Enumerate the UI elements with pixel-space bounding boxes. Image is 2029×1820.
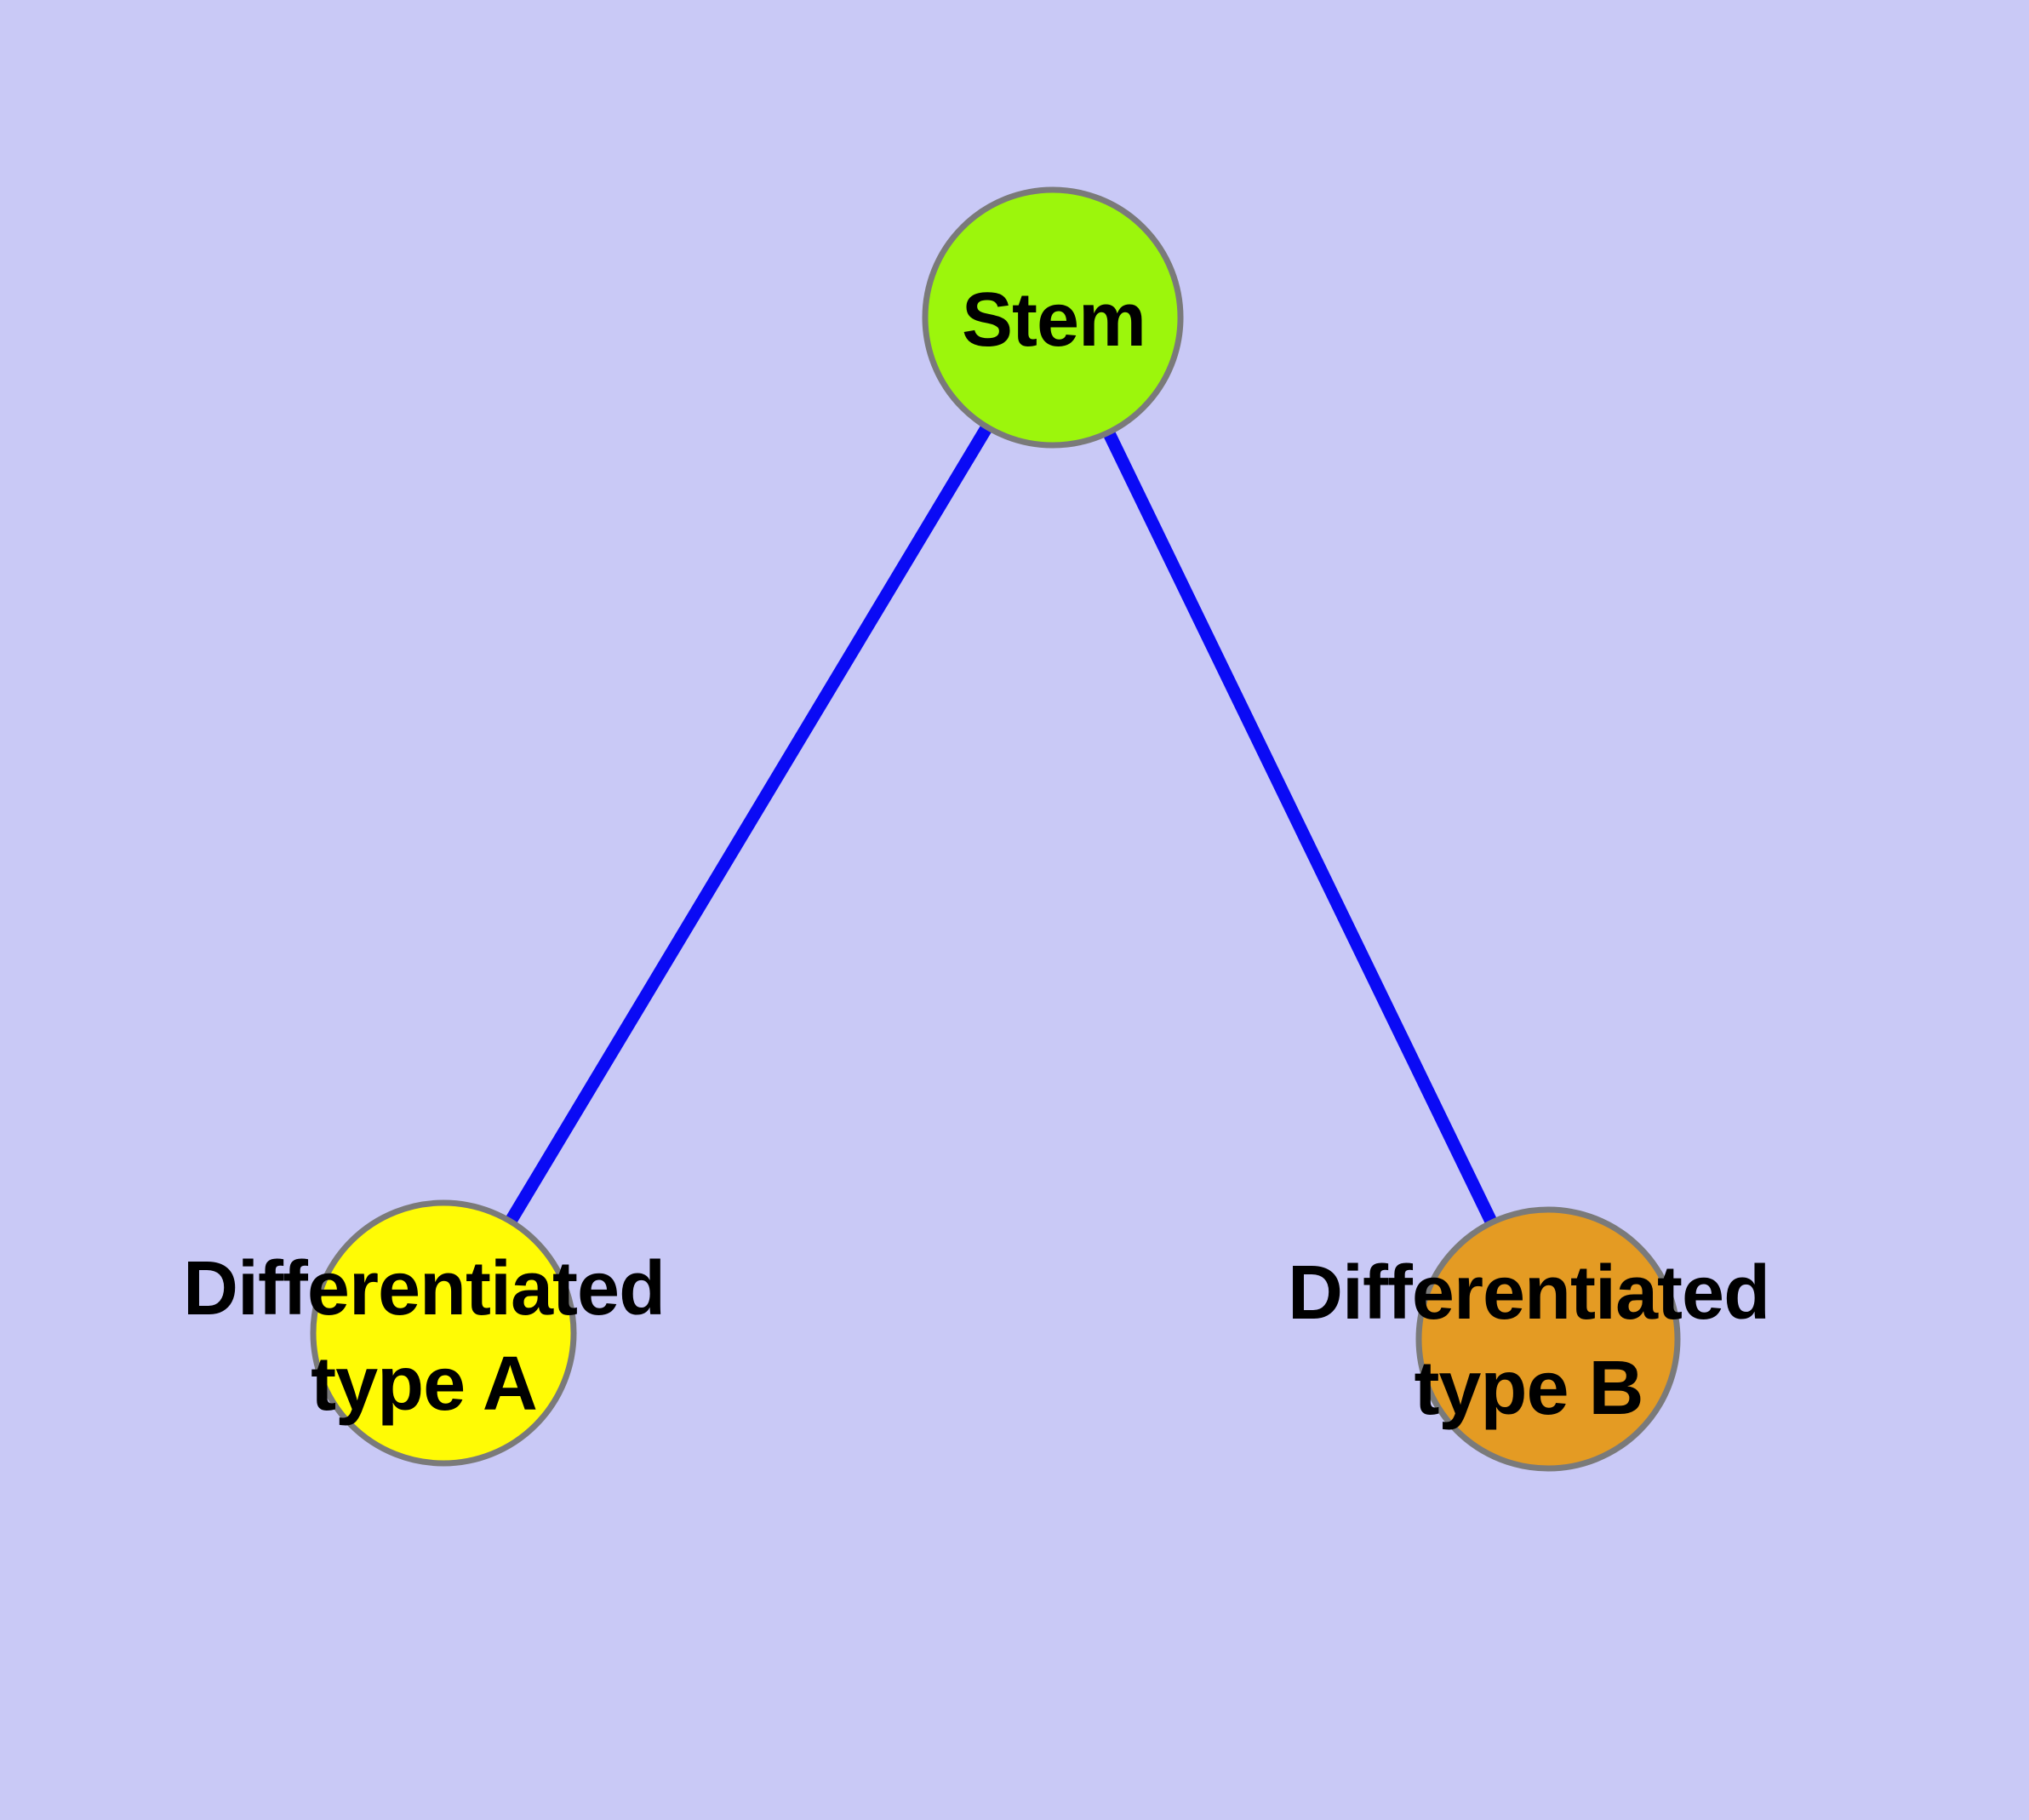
node-differentiated-type-a [310, 1199, 577, 1467]
edge-stem-to-type-b [1047, 314, 1554, 1342]
node-differentiated-type-b [1415, 1206, 1681, 1472]
node-label-differentiated-type-a: Differentiated type A [182, 1246, 666, 1427]
node-stem [922, 186, 1184, 449]
node-label-stem: Stem [961, 278, 1146, 363]
edge-stem-to-type-a [437, 314, 1059, 1336]
node-label-differentiated-type-b: Differentiated type B [1287, 1251, 1770, 1431]
